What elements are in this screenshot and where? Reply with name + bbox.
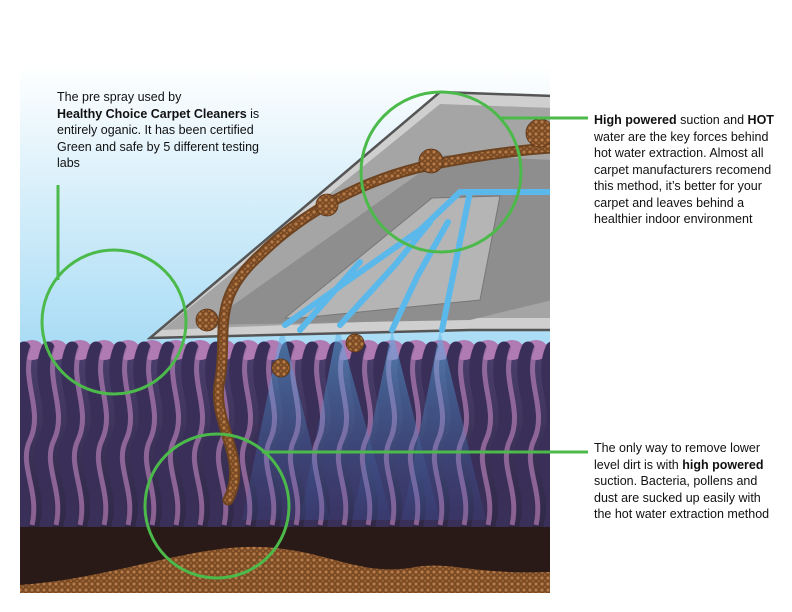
fiber-strand <box>34 341 56 532</box>
fiber-highlight <box>143 347 157 526</box>
lower-dirt-bold: high powered <box>682 457 764 472</box>
fiber-tip <box>548 344 550 356</box>
fiber-highlight <box>95 347 109 526</box>
ring-deep-dirt <box>143 432 291 580</box>
fiber-highlight <box>191 347 205 526</box>
fiber-highlight <box>23 347 37 526</box>
fiber-strand <box>202 341 224 532</box>
fiber-highlight <box>167 347 181 526</box>
dirt-clumps <box>195 118 550 378</box>
ring-pre-spray <box>40 248 188 396</box>
fiber-highlight <box>554 348 562 525</box>
callout-rings <box>40 90 588 580</box>
suction-bold-1: High powered <box>594 113 677 127</box>
deep-dirt-layer <box>20 546 550 593</box>
fiber-highlight <box>578 348 586 525</box>
fiber-highlight <box>47 347 61 526</box>
fiber-strand <box>20 341 32 532</box>
fiber-strand <box>58 341 80 532</box>
fiber-strand <box>226 341 248 532</box>
fiber-highlight <box>71 347 85 526</box>
fiber-strand <box>514 341 536 532</box>
ring-suction <box>359 90 523 254</box>
fiber-highlight <box>119 347 133 526</box>
fiber-strand <box>178 341 200 532</box>
water-spray <box>242 325 486 520</box>
fiber-strand <box>82 341 104 532</box>
pre-spray-text-1: The pre spray used by <box>57 90 182 104</box>
callout-suction-hot-water: High powered suction and HOT water are t… <box>594 112 774 228</box>
fiber-highlight <box>503 347 517 526</box>
suction-text-2: water are the key forces behind hot wate… <box>594 129 772 227</box>
callout-pre-spray: The pre spray used by Healthy Choice Car… <box>57 89 272 172</box>
company-name: Healthy Choice Carpet Cleaners <box>57 106 247 121</box>
fiber-highlight <box>527 347 541 526</box>
fiber-strand <box>569 348 578 525</box>
fiber-strand <box>538 341 550 532</box>
suction-text-1: suction and <box>676 113 748 127</box>
fiber-highlight <box>479 347 493 526</box>
pre-spray-text-2: is entirely oganic. It has been certifie… <box>57 106 260 171</box>
callout-lower-level-dirt: The only way to remove lower level dirt … <box>594 440 774 523</box>
lower-dirt-text-2: suction. Bacteria, pollens and dust are … <box>594 474 770 521</box>
suction-bold-2: HOT <box>747 113 774 127</box>
fiber-strand <box>106 341 128 532</box>
fiber-strand <box>130 341 152 532</box>
fiber-strand <box>490 341 512 532</box>
lower-dirt-text-1: The only way to remove lower level dirt … <box>594 441 761 472</box>
